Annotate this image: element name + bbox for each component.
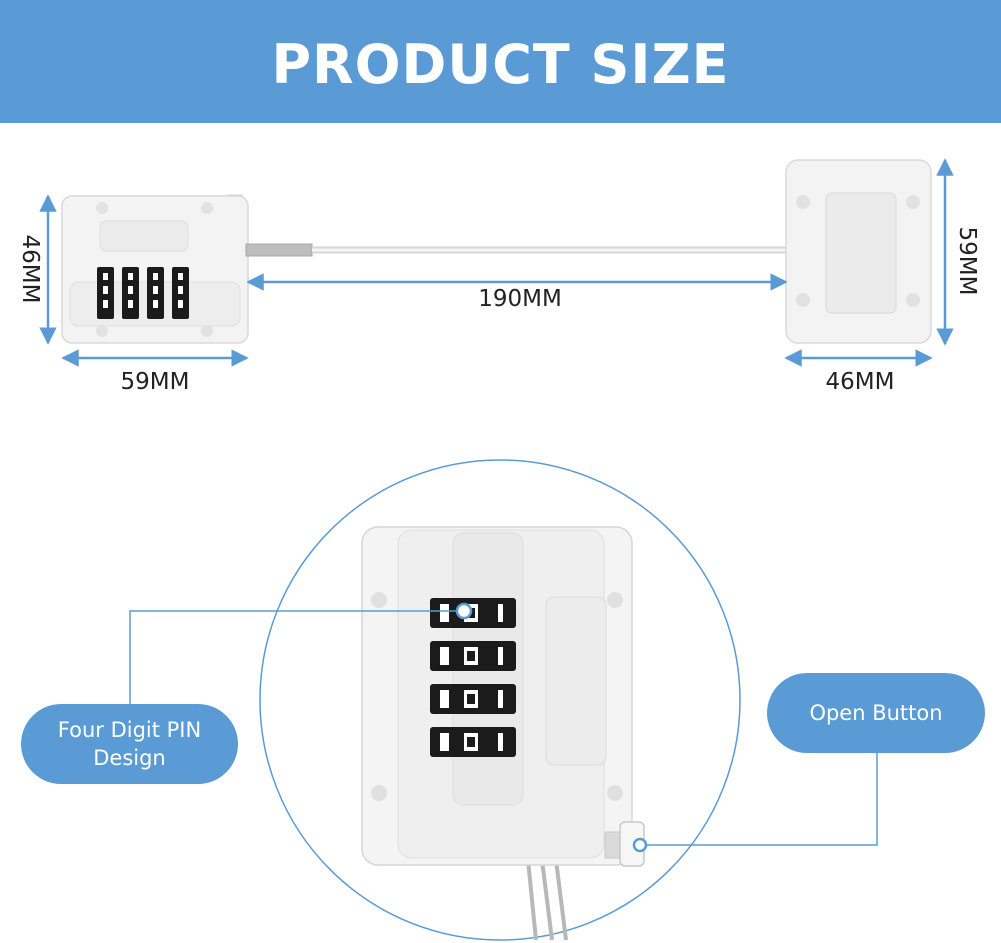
open-button-callout: Open Button (767, 673, 985, 753)
pin-design-callout: Four Digit PIN Design (21, 704, 238, 784)
lock-width-label: 59MM (120, 369, 190, 395)
dimension-arrows (39, 158, 954, 367)
steel-cable (245, 243, 826, 257)
callout-leaders (129, 610, 878, 846)
mounting-plate (785, 159, 932, 344)
plate-width-label: 46MM (825, 369, 895, 395)
open-button (604, 821, 645, 867)
lock-height-label: 46MM (17, 234, 43, 304)
lock-dials-small (97, 267, 189, 319)
lock-dials-large (430, 598, 516, 757)
pin-callout-dot (455, 602, 473, 620)
header-banner: PRODUCT SIZE (0, 0, 1001, 123)
button-callout-dot (632, 837, 648, 853)
plate-height-label: 59MM (954, 226, 980, 296)
page-title: PRODUCT SIZE (271, 33, 730, 96)
cable-length-label: 190MM (478, 286, 562, 312)
